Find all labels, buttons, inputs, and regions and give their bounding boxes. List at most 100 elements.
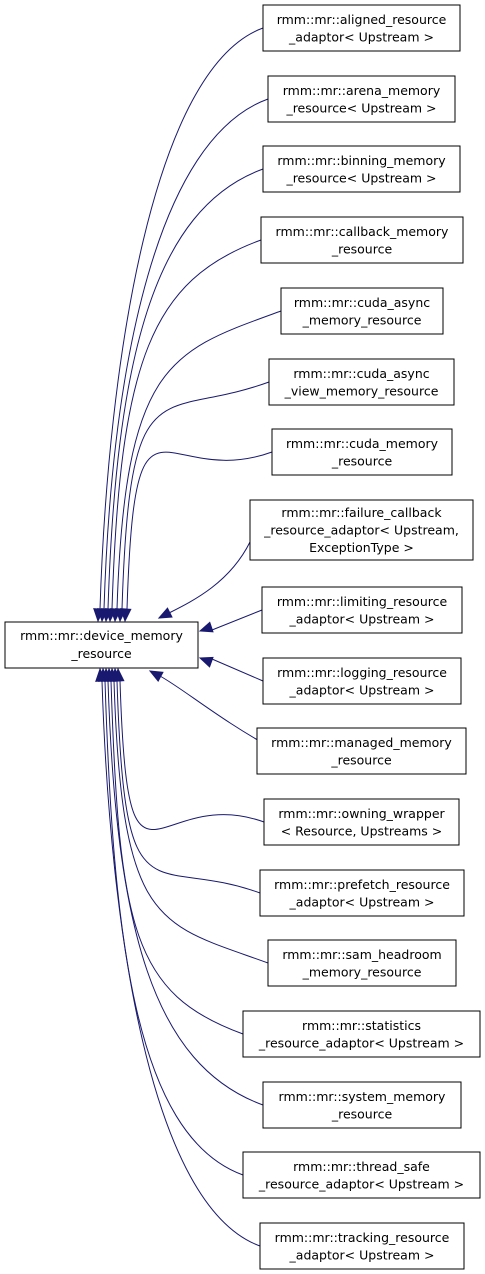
derived-class-box xyxy=(271,428,453,476)
derived-class-node[interactable]: rmm::mr::cuda_memory_resource xyxy=(271,428,453,476)
derived-class-label-line: _memory_resource xyxy=(302,964,422,979)
derived-class-node[interactable]: rmm::mr::owning_wrapper< Resource, Upstr… xyxy=(263,798,460,846)
inheritance-arrowhead xyxy=(95,667,107,682)
base-class-label-line1: rmm::mr::device_memory xyxy=(20,628,183,643)
derived-class-label-line: ExceptionType > xyxy=(309,540,414,555)
inheritance-edge xyxy=(116,680,261,894)
derived-class-box xyxy=(263,798,460,846)
inheritance-edge xyxy=(99,27,264,610)
inheritance-edge xyxy=(126,451,273,610)
derived-class-label-line: rmm::mr::limiting_resource xyxy=(277,594,448,609)
derived-class-label-line: _resource_adaptor< Upstream > xyxy=(258,1176,464,1191)
derived-class-box xyxy=(262,657,462,705)
derived-class-node[interactable]: rmm::mr::sam_headroom_memory_resource xyxy=(267,939,457,987)
derived-class-label-line: rmm::mr::sam_headroom xyxy=(282,947,441,962)
inheritance-edge xyxy=(103,98,269,610)
derived-class-label-line: rmm::mr::cuda_memory xyxy=(286,436,439,451)
derived-class-label-line: _resource< Upstream > xyxy=(285,100,436,115)
derived-class-label-line: rmm::mr::arena_memory xyxy=(283,83,441,98)
derived-class-box xyxy=(256,727,467,775)
derived-class-node[interactable]: rmm::mr::binning_memory_resource< Upstre… xyxy=(262,145,461,193)
derived-class-node[interactable]: rmm::mr::cuda_async_memory_resource xyxy=(280,287,444,335)
derived-class-nodes: rmm::mr::aligned_resource_adaptor< Upstr… xyxy=(242,4,481,1270)
derived-class-node[interactable]: rmm::mr::failure_callback_resource_adapt… xyxy=(249,499,474,561)
derived-class-label-line: _adaptor< Upstream > xyxy=(289,682,435,697)
derived-class-box xyxy=(242,1151,481,1199)
derived-class-label-line: rmm::mr::thread_safe xyxy=(293,1159,430,1174)
inheritance-edges xyxy=(93,27,282,1247)
derived-class-box xyxy=(262,4,461,52)
inheritance-edge xyxy=(121,381,270,610)
inheritance-edge xyxy=(107,168,264,610)
inheritance-edge xyxy=(110,680,244,1035)
derived-class-box xyxy=(268,358,455,406)
derived-class-label-line: _view_memory_resource xyxy=(284,383,439,398)
inheritance-edge xyxy=(211,609,263,631)
inheritance-edge xyxy=(116,310,282,610)
derived-class-label-line: _resource_adaptor< Upstream, xyxy=(263,523,459,538)
derived-class-label-line: _resource< Upstream > xyxy=(285,170,436,185)
inheritance-edge xyxy=(111,239,262,610)
derived-class-box xyxy=(267,939,457,987)
derived-class-node[interactable]: rmm::mr::limiting_resource_adaptor< Upst… xyxy=(261,586,463,634)
base-class-box xyxy=(4,621,199,669)
base-class-node[interactable]: rmm::mr::device_memory _resource xyxy=(4,621,199,669)
derived-class-label-line: _adaptor< Upstream > xyxy=(289,1247,435,1262)
derived-class-node[interactable]: rmm::mr::cuda_async_view_memory_resource xyxy=(268,358,455,406)
derived-class-node[interactable]: rmm::mr::callback_memory_resource xyxy=(260,216,464,264)
derived-class-node[interactable]: rmm::mr::logging_resource_adaptor< Upstr… xyxy=(262,657,462,705)
base-class-label-line2: _resource xyxy=(70,646,132,661)
derived-class-node[interactable]: rmm::mr::system_memory_resource xyxy=(262,1081,462,1129)
derived-class-box xyxy=(249,499,474,561)
derived-class-label-line: rmm::mr::logging_resource xyxy=(277,665,447,680)
inheritance-arrowhead xyxy=(148,670,164,683)
inheritance-arrowhead xyxy=(120,608,132,623)
derived-class-label-line: _resource xyxy=(331,453,393,468)
derived-class-label-line: _memory_resource xyxy=(302,312,422,327)
derived-class-box xyxy=(280,287,444,335)
derived-class-node[interactable]: rmm::mr::managed_memory_resource xyxy=(256,727,467,775)
derived-class-box xyxy=(262,1081,462,1129)
derived-class-label-line: rmm::mr::tracking_resource xyxy=(275,1230,450,1245)
derived-class-node[interactable]: rmm::mr::tracking_resource_adaptor< Upst… xyxy=(259,1222,465,1270)
derived-class-label-line: _resource xyxy=(330,752,392,767)
derived-class-box xyxy=(242,1010,481,1058)
derived-class-label-line: rmm::mr::prefetch_resource xyxy=(274,877,450,892)
derived-class-node[interactable]: rmm::mr::thread_safe_resource_adaptor< U… xyxy=(242,1151,481,1199)
derived-class-label-line: rmm::mr::failure_callback xyxy=(281,505,442,520)
derived-class-label-line: rmm::mr::aligned_resource xyxy=(277,12,447,27)
derived-class-label-line: rmm::mr::statistics xyxy=(302,1018,421,1033)
derived-class-label-line: rmm::mr::cuda_async xyxy=(294,295,430,310)
derived-class-label-line: _adaptor< Upstream > xyxy=(289,894,435,909)
inheritance-edge xyxy=(113,680,269,964)
derived-class-label-line: _adaptor< Upstream > xyxy=(288,29,434,44)
inheritance-arrowhead xyxy=(198,656,214,668)
derived-class-label-line: rmm::mr::callback_memory xyxy=(276,224,449,239)
derived-class-label-line: rmm::mr::cuda_async xyxy=(293,366,429,381)
derived-class-box xyxy=(261,586,463,634)
derived-class-node[interactable]: rmm::mr::arena_memory_resource< Upstream… xyxy=(267,75,456,123)
inheritance-edge xyxy=(107,680,264,1106)
inheritance-edge xyxy=(211,658,264,682)
derived-class-label-line: rmm::mr::managed_memory xyxy=(271,735,452,750)
inheritance-edge xyxy=(104,680,244,1176)
inheritance-arrowhead xyxy=(198,621,214,633)
derived-class-label-line: _resource xyxy=(331,241,393,256)
derived-class-node[interactable]: rmm::mr::statistics_resource_adaptor< Up… xyxy=(242,1010,481,1058)
derived-class-box xyxy=(267,75,456,123)
derived-class-box xyxy=(262,145,461,193)
derived-class-box xyxy=(260,216,464,264)
derived-class-node[interactable]: rmm::mr::prefetch_resource_adaptor< Upst… xyxy=(259,869,465,917)
derived-class-label-line: rmm::mr::system_memory xyxy=(279,1089,446,1104)
derived-class-label-line: < Resource, Upstreams > xyxy=(281,823,443,838)
derived-class-label-line: _adaptor< Upstream > xyxy=(289,611,435,626)
derived-class-label-line: _resource_adaptor< Upstream > xyxy=(258,1035,464,1050)
inheritance-arrowhead xyxy=(157,607,173,619)
derived-class-label-line: rmm::mr::binning_memory xyxy=(277,153,446,168)
derived-class-box xyxy=(259,1222,465,1270)
derived-class-node[interactable]: rmm::mr::aligned_resource_adaptor< Upstr… xyxy=(262,4,461,52)
inheritance-edge xyxy=(101,680,261,1247)
derived-class-label-line: rmm::mr::owning_wrapper xyxy=(278,806,445,821)
derived-class-label-line: _resource xyxy=(331,1106,393,1121)
